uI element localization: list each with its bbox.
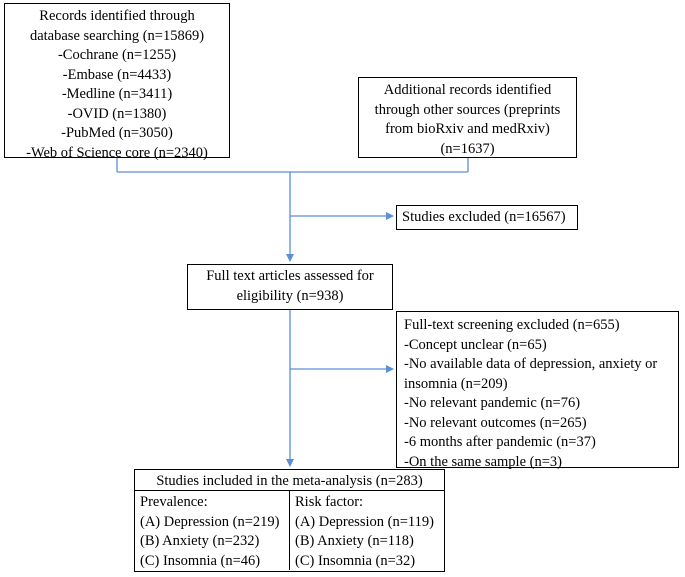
db-line-6: -OVID (n=1380)	[67, 105, 167, 122]
other-line-4: (n=1637)	[440, 140, 495, 157]
screen-line-6: -No relevant outcomes (n=265)	[404, 414, 587, 431]
fulltext-line-2: eligibility (n=938)	[236, 287, 344, 304]
screen-line-7: -6 months after pandemic (n=37)	[404, 434, 596, 450]
prevalence-item: (B) Anxiety (n=232)	[140, 533, 260, 549]
screening-excluded-box: Full-text screening excluded (n=655) -Co…	[396, 311, 679, 470]
db-line-8: -Web of Science core (n=2340)	[26, 144, 208, 161]
screen-line-2: -Concept unclear (n=65)	[404, 336, 547, 353]
screen-line-5: -No relevant pandemic (n=76)	[404, 395, 581, 411]
db-line-2: database searching (n=15869)	[29, 27, 205, 44]
studies-excluded-box: Studies excluded (n=16567)	[396, 205, 578, 230]
db-search-box: Records identified through database sear…	[4, 3, 230, 161]
prevalence-item: (A) Depression (n=219)	[140, 513, 280, 530]
screen-line-4: insomnia (n=209)	[404, 375, 508, 392]
included-title-text: Studies included in the meta-analysis (n…	[156, 473, 423, 489]
prevalence-item: (C) Insomnia (n=46)	[140, 552, 261, 569]
included-title: Studies included in the meta-analysis (n…	[135, 470, 444, 491]
risk-heading: Risk factor:	[295, 494, 364, 510]
full-text-box: Full text articles assessed for eligibil…	[187, 264, 393, 310]
other-line-3: from bioRxiv and medRxiv)	[385, 121, 550, 137]
fulltext-line-1: Full text articles assessed for	[206, 268, 374, 284]
risk-item: (B) Anxiety (n=118)	[295, 533, 414, 549]
prevalence-heading: Prevalence:	[140, 494, 208, 510]
risk-item: (C) Insomnia (n=32)	[295, 552, 416, 569]
db-line-1: Records identified through	[39, 8, 195, 24]
screen-line-8: -On the same sample (n=3)	[404, 453, 562, 470]
db-line-7: -PubMed (n=3050)	[61, 125, 173, 141]
db-line-5: -Medline (n=3411)	[61, 86, 173, 102]
included-box: Studies included in the meta-analysis (n…	[134, 469, 445, 572]
included-columns: Prevalence: (A) Depression (n=219) (B) A…	[135, 491, 444, 570]
other-sources-box: Additional records identified through ot…	[358, 77, 577, 158]
screen-line-3: -No available data of depression, anxiet…	[404, 356, 658, 372]
risk-item: (A) Depression (n=119)	[295, 513, 434, 530]
other-line-1: Additional records identified	[383, 82, 552, 98]
screen-line-1: Full-text screening excluded (n=655)	[404, 317, 620, 333]
db-line-3: -Cochrane (n=1255)	[57, 47, 177, 63]
risk-factor-column: Risk factor: (A) Depression (n=119) (B) …	[289, 491, 444, 570]
db-line-4: -Embase (n=4433)	[62, 66, 172, 83]
excluded-text: Studies excluded (n=16567)	[402, 209, 566, 225]
prevalence-column: Prevalence: (A) Depression (n=219) (B) A…	[135, 491, 289, 570]
other-line-2: through other sources (preprints	[374, 101, 561, 118]
